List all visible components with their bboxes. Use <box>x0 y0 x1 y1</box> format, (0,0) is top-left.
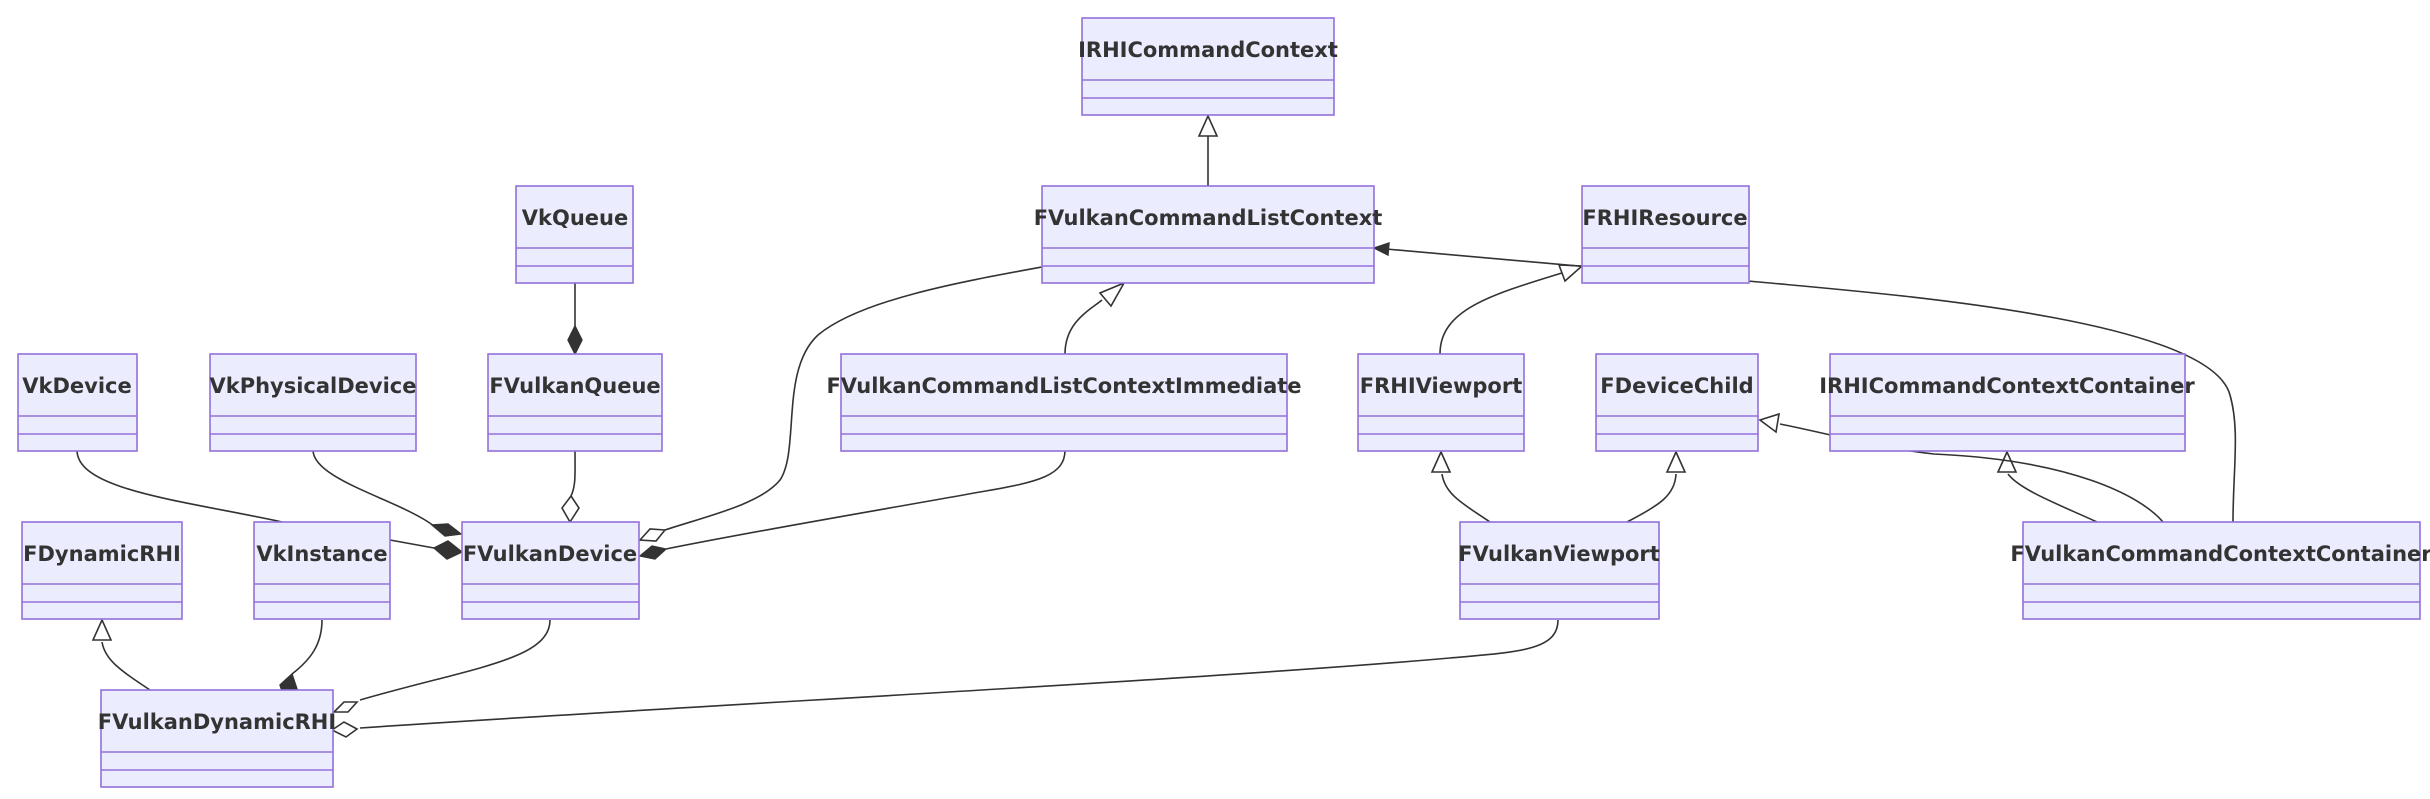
inheritance-arrow <box>91 618 113 641</box>
aggregation-diamond <box>638 528 667 542</box>
class-name: FRHIViewport <box>1360 374 1522 398</box>
class-FVulkanQueue[interactable]: FVulkanQueue <box>487 353 663 452</box>
inheritance-arrow <box>1758 412 1781 434</box>
edge-dynamicrhi-to-vkinstance <box>291 619 323 675</box>
class-IRHICommandContext[interactable]: IRHICommandContext <box>1078 17 1338 116</box>
association-arrowhead <box>1372 242 1390 257</box>
edge-container-to-irhicontainer <box>2007 473 2098 523</box>
edge-dynamicrhi-to-vulkandevice <box>359 619 551 701</box>
class-FVulkanCommandListContextImmediate[interactable]: FVulkanCommandListContextImmediate <box>826 353 1302 452</box>
class-VkPhysicalDevice[interactable]: VkPhysicalDevice <box>209 353 417 452</box>
class-name: VkInstance <box>256 542 387 566</box>
class-name: FVulkanDynamicRHI <box>98 710 336 734</box>
edge-immediate-to-commandlistcontext <box>1064 299 1103 355</box>
class-VkQueue[interactable]: VkQueue <box>515 185 634 284</box>
aggregation-diamond <box>561 494 580 524</box>
class-FDynamicRHI[interactable]: FDynamicRHI <box>21 521 183 620</box>
class-name: VkPhysicalDevice <box>209 374 416 398</box>
inheritance-arrow <box>1197 114 1219 137</box>
inheritance-arrow <box>1098 281 1126 308</box>
aggregation-diamond <box>332 701 359 713</box>
class-VkDevice[interactable]: VkDevice <box>17 353 138 452</box>
edge-viewport-to-devicechild <box>1626 473 1677 523</box>
class-name: FVulkanCommandContextContainer <box>2010 542 2430 566</box>
edge-rhiviewport-to-rhiresource <box>1439 272 1563 355</box>
class-name: FVulkanDevice <box>463 542 637 566</box>
composition-diamond <box>638 545 668 560</box>
class-name: FRHIResource <box>1582 206 1747 230</box>
inheritance-arrow <box>1557 264 1585 283</box>
inheritance-arrow <box>1665 450 1687 473</box>
edge-device-to-vkdevice <box>76 449 435 549</box>
class-FVulkanCommandListContext[interactable]: FVulkanCommandListContext <box>1034 185 1383 284</box>
class-name: VkDevice <box>22 374 131 398</box>
relations <box>76 114 2237 738</box>
class-FVulkanViewport[interactable]: FVulkanViewport <box>1458 521 1660 620</box>
class-IRHICommandContextContainer[interactable]: IRHICommandContextContainer <box>1819 353 2195 452</box>
class-VkInstance[interactable]: VkInstance <box>253 521 391 620</box>
class-FVulkanCommandContextContainer[interactable]: FVulkanCommandContextContainer <box>2010 521 2430 620</box>
edge-container-to-commandlistcontext <box>1385 248 2237 523</box>
class-FRHIResource[interactable]: FRHIResource <box>1581 185 1750 284</box>
class-name: VkQueue <box>522 206 628 230</box>
edge-device-to-commandlistcontext <box>664 266 1043 531</box>
edge-viewport-to-rhiviewport <box>1441 473 1491 523</box>
inheritance-arrow <box>1430 450 1452 473</box>
edge-device-to-immediate <box>665 449 1066 550</box>
edge-dynamicrhi-to-vulkanviewport <box>359 619 1559 729</box>
class-name: FDeviceChild <box>1600 374 1753 398</box>
class-FDeviceChild[interactable]: FDeviceChild <box>1595 353 1759 452</box>
class-name: IRHICommandContextContainer <box>1819 374 2195 398</box>
composition-diamond <box>430 523 463 537</box>
class-FRHIViewport[interactable]: FRHIViewport <box>1357 353 1525 452</box>
class-name: FVulkanCommandListContextImmediate <box>826 374 1301 398</box>
class-name: FVulkanQueue <box>489 374 660 398</box>
edge-device-to-vulkanqueue <box>570 449 576 497</box>
class-name: FVulkanCommandListContext <box>1034 206 1383 230</box>
class-name: IRHICommandContext <box>1078 38 1338 62</box>
edge-device-to-vkphysicaldevice <box>312 449 435 527</box>
edge-dynamicrhi-to-fdynamicrhi <box>101 641 151 691</box>
class-name: FDynamicRHI <box>23 542 181 566</box>
composition-diamond <box>567 324 583 356</box>
composition-diamond <box>432 540 464 560</box>
class-FVulkanDevice[interactable]: FVulkanDevice <box>461 521 640 620</box>
class-FVulkanDynamicRHI[interactable]: FVulkanDynamicRHI <box>98 689 336 788</box>
class-name: FVulkanViewport <box>1458 542 1660 566</box>
